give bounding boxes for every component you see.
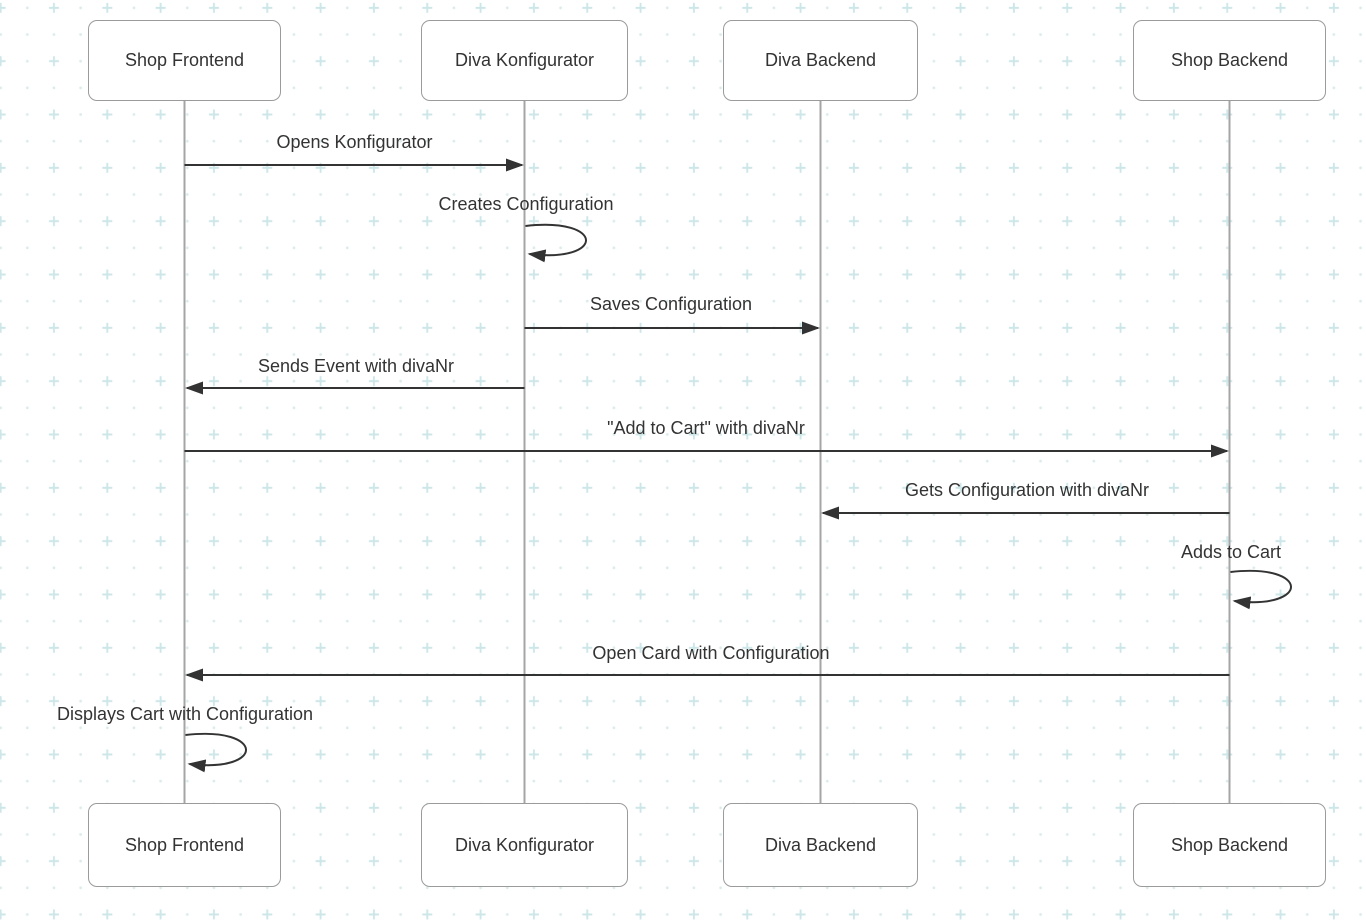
- actor-label: Shop Backend: [1170, 50, 1289, 70]
- actor-bottom-shop-backend: Shop Backend: [1133, 803, 1326, 887]
- message-label-saves-configuration: Saves Configuration: [589, 294, 753, 315]
- self-loop-displays-cart: [185, 732, 247, 773]
- self-loop-creates-configuration: [525, 223, 587, 263]
- actor-top-shop-frontend: Shop Frontend: [88, 20, 281, 101]
- actor-top-diva-backend: Diva Backend: [723, 20, 918, 101]
- actor-bottom-diva-backend: Diva Backend: [723, 803, 918, 887]
- actor-label: Shop Backend: [1170, 834, 1289, 855]
- actor-top-diva-konfigurator: Diva Konfigurator: [421, 20, 628, 101]
- message-label-open-card: Open Card with Configuration: [592, 643, 830, 664]
- message-label-sends-event: Sends Event with divaNr: [257, 356, 455, 377]
- actor-label: Shop Frontend: [124, 50, 245, 70]
- message-label-gets-configuration: Gets Configuration with divaNr: [904, 480, 1150, 501]
- message-label-add-to-cart: "Add to Cart" with divaNr: [607, 418, 805, 439]
- actor-label: Diva Konfigurator: [454, 834, 595, 855]
- actor-bottom-shop-frontend: Shop Frontend: [88, 803, 281, 887]
- message-label-displays-cart: Displays Cart with Configuration: [56, 704, 314, 725]
- message-label-adds-to-cart: Adds to Cart: [1180, 542, 1282, 563]
- self-loop-adds-to-cart: [1230, 569, 1292, 610]
- actor-label: Diva Konfigurator: [454, 50, 595, 70]
- actor-top-shop-backend: Shop Backend: [1133, 20, 1326, 101]
- message-label-opens-konfigurator: Opens Konfigurator: [276, 132, 433, 153]
- actor-label: Shop Frontend: [124, 834, 245, 855]
- actor-label: Diva Backend: [764, 834, 877, 855]
- message-label-creates-configuration: Creates Configuration: [438, 194, 614, 215]
- actor-label: Diva Backend: [764, 50, 877, 70]
- actor-bottom-diva-konfigurator: Diva Konfigurator: [421, 803, 628, 887]
